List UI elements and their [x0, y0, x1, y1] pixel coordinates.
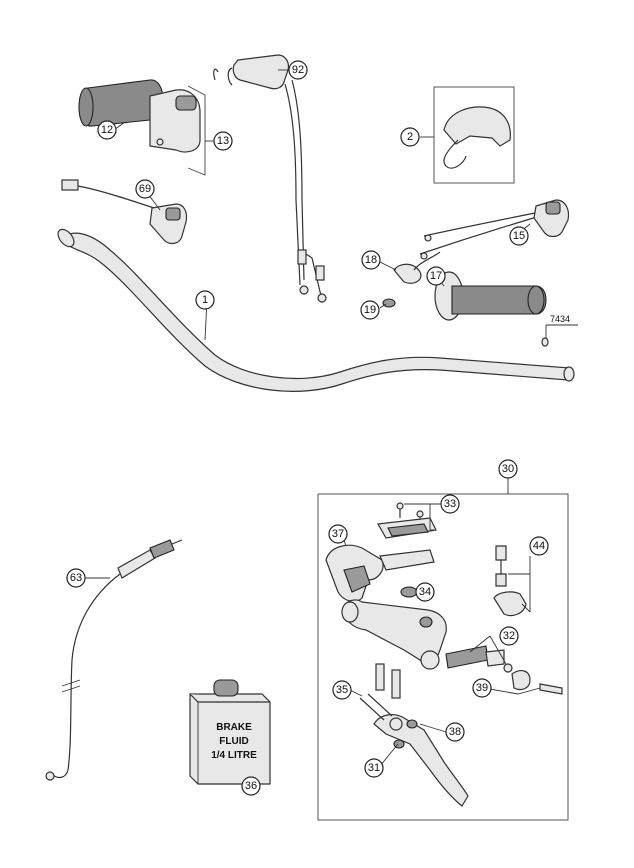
callout-63: 63: [66, 568, 86, 588]
callout-92: 92: [288, 60, 308, 80]
svg-text:38: 38: [449, 726, 461, 738]
callout-33: 33: [440, 494, 460, 514]
svg-text:30: 30: [502, 463, 514, 475]
callout-39: 39: [472, 678, 492, 698]
cable-tie-18: [393, 251, 441, 284]
reservoir-lid: [377, 502, 437, 571]
callout-1: 1: [195, 290, 215, 310]
callout-15: 15: [509, 226, 529, 246]
lever-pins: [359, 663, 401, 721]
svg-text:36: 36: [245, 780, 257, 792]
brake-lever: [373, 714, 469, 807]
throttle-cables: [213, 54, 327, 303]
callout-38: 38: [445, 722, 465, 742]
svg-text:31: 31: [368, 762, 380, 774]
svg-text:1: 1: [202, 294, 208, 306]
callout-19: 19: [360, 300, 380, 320]
nut-19: [382, 298, 396, 308]
brake-line: [45, 539, 183, 781]
piston-spring: [445, 645, 513, 673]
cable-tie-holder: [443, 106, 511, 169]
left-grip: [434, 271, 547, 321]
callout-69: 69: [135, 179, 155, 199]
svg-text:34: 34: [419, 586, 431, 598]
callout-34: 34: [415, 582, 435, 602]
svg-text:37: 37: [332, 528, 344, 540]
bottle-label-line-3: 1/4 LITRE: [211, 750, 257, 761]
svg-text:13: 13: [217, 135, 229, 147]
callout-35: 35: [332, 680, 352, 700]
throttle-grip: [78, 79, 201, 153]
cable-tie-box: [433, 86, 515, 184]
push-rod-boot: [511, 670, 563, 695]
svg-text:17: 17: [430, 270, 442, 282]
bottle-label-line-2: FLUID: [219, 736, 248, 747]
handlebar: [57, 228, 575, 392]
switch-69: [61, 179, 188, 245]
reservoir-plug: [400, 586, 418, 598]
svg-text:12: 12: [101, 124, 113, 136]
svg-text:32: 32: [503, 630, 515, 642]
svg-text:19: 19: [364, 304, 376, 316]
callout-36: 36: [241, 776, 261, 796]
switch-15: [419, 199, 570, 260]
callout-18: 18: [361, 250, 381, 270]
callout-31: 31: [364, 758, 384, 778]
reference-label: 7434: [550, 314, 570, 324]
bottle-label-line-1: BRAKE: [216, 722, 252, 733]
reference-7434: 7434: [541, 314, 578, 347]
reservoir-cover: [325, 544, 384, 602]
svg-text:63: 63: [70, 572, 82, 584]
svg-text:18: 18: [365, 254, 377, 266]
callout-13: 13: [213, 131, 233, 151]
callout-37: 37: [328, 524, 348, 544]
callout-32: 32: [499, 626, 519, 646]
callout-44: 44: [529, 536, 549, 556]
callout-12: 12: [97, 120, 117, 140]
handlebar-clamp: [493, 545, 527, 617]
svg-text:92: 92: [292, 64, 304, 76]
callout-17: 17: [426, 266, 446, 286]
svg-text:2: 2: [407, 131, 413, 143]
throttle-housing-bracket: [187, 85, 206, 176]
svg-text:15: 15: [513, 230, 525, 242]
svg-text:35: 35: [336, 684, 348, 696]
svg-text:44: 44: [533, 540, 545, 552]
svg-text:39: 39: [476, 682, 488, 694]
master-cylinder-body: [341, 599, 447, 670]
brake-assembly-box: [317, 493, 569, 821]
callout-2: 2: [400, 127, 420, 147]
callout-30: 30: [498, 459, 518, 479]
brake-fluid-bottle: BRAKE FLUID 1/4 LITRE: [189, 679, 271, 785]
svg-text:69: 69: [139, 183, 151, 195]
svg-text:33: 33: [444, 498, 456, 510]
